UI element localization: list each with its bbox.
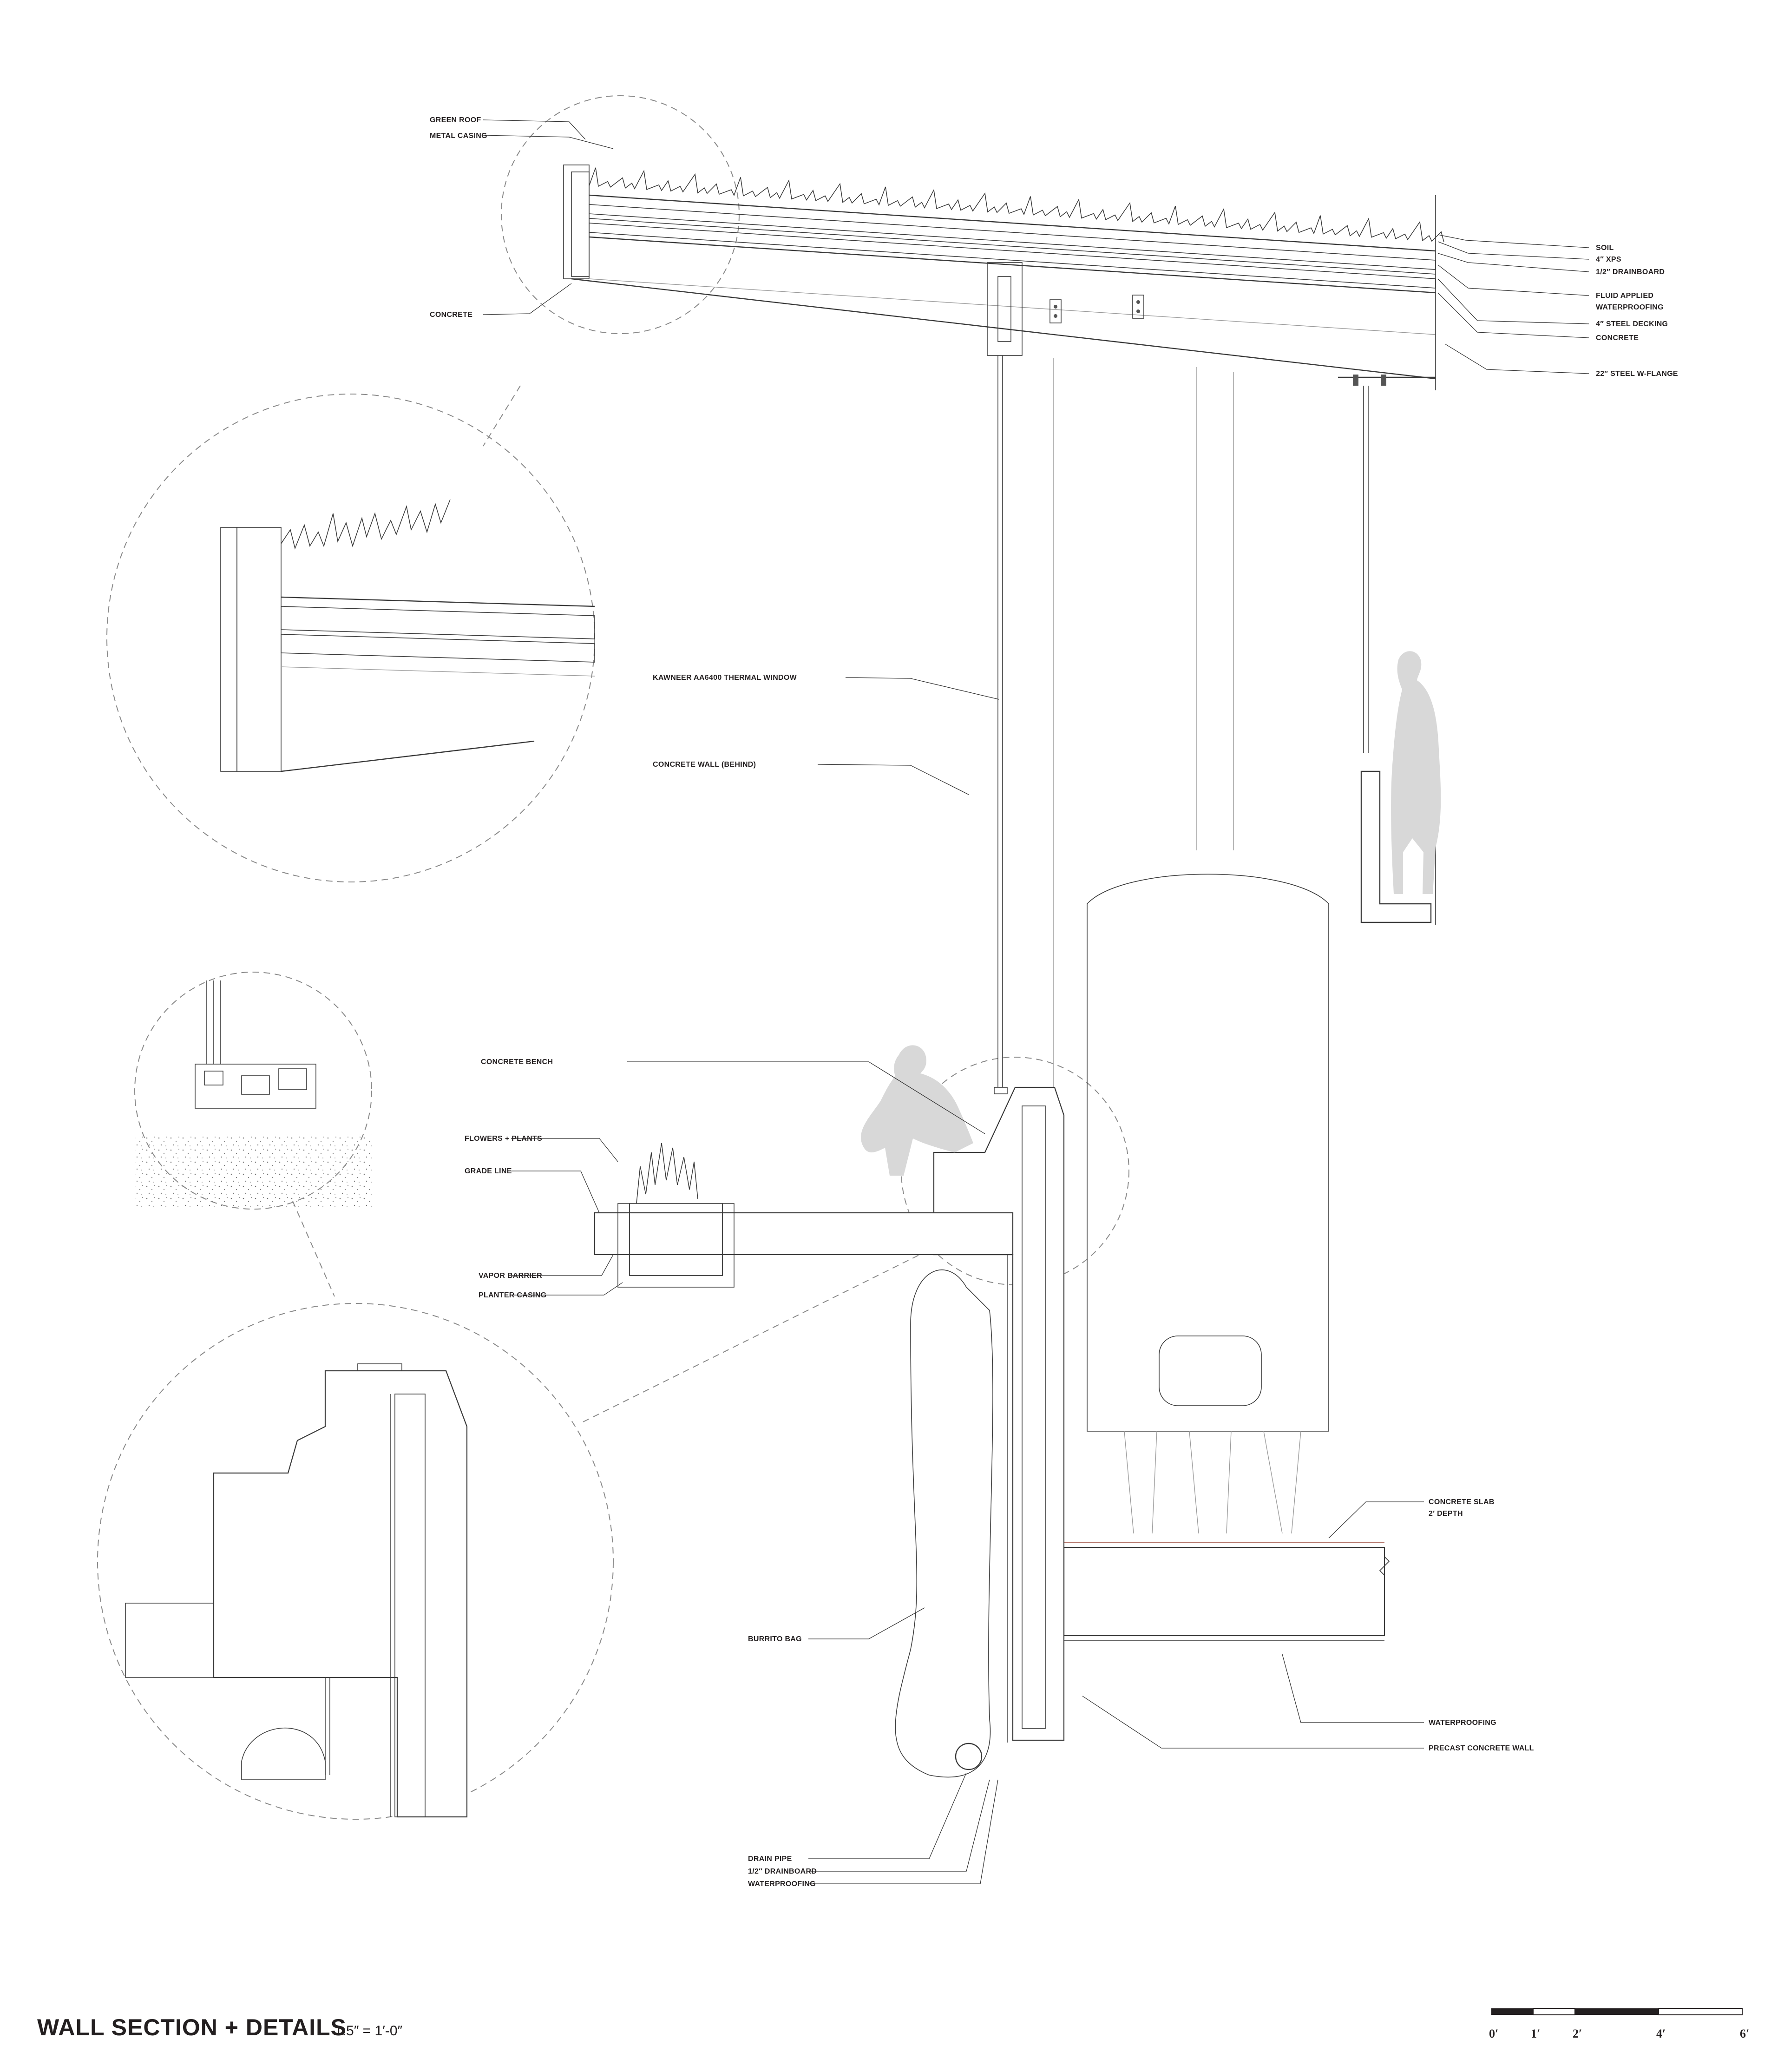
concrete-wall-behind <box>1053 358 1234 1529</box>
bench-sitter <box>861 1045 973 1176</box>
label-fluid-applied: FLUID APPLIED <box>1596 292 1653 300</box>
label-waterproofing-roof: WATERPROOFING <box>1596 303 1664 311</box>
scale-tick-1: 1′ <box>1531 2027 1540 2040</box>
scale-bar: 0′ 1′ 2′ 4′ 6′ <box>1489 2008 1749 2040</box>
label-burrito-bag: BURRITO BAG <box>748 1635 802 1643</box>
label-planter-casing: PLANTER CASING <box>479 1291 546 1299</box>
planter <box>617 1143 735 1288</box>
label-concrete-roof-edge: CONCRETE <box>430 311 472 319</box>
thermal-window <box>994 355 1008 1094</box>
scale-tick-4: 4′ <box>1656 2027 1666 2040</box>
annotation-labels: GREEN ROOF METAL CASING CONCRETE SOIL 4″… <box>430 116 1678 1888</box>
label-waterproofing-bottom: WATERPROOFING <box>748 1880 816 1888</box>
grade-line-slab <box>594 1212 1014 1256</box>
label-w-flange: 22″ STEEL W-FLANGE <box>1596 370 1678 378</box>
label-vapor-barrier: VAPOR BARRIER <box>479 1272 542 1280</box>
label-concrete-bench: CONCRETE BENCH <box>481 1058 553 1066</box>
scale-tick-6: 6′ <box>1740 2027 1749 2040</box>
label-metal-casing: METAL CASING <box>430 132 487 140</box>
label-thermal-window: KAWNEER AA6400 THERMAL WINDOW <box>653 674 797 682</box>
detail-circle-window-small <box>134 972 372 1297</box>
concrete-slab <box>1063 1542 1390 1641</box>
scale-tick-0: 0′ <box>1489 2027 1498 2040</box>
upper-balcony <box>1360 386 1441 923</box>
title-block: WALL SECTION + DETAILS 1.5″ = 1′-0″ <box>37 2014 402 2040</box>
label-concrete-roof: CONCRETE <box>1596 334 1639 342</box>
precast-concrete-wall <box>933 1086 1065 1743</box>
label-steel-decking: 4″ STEEL DECKING <box>1596 320 1668 328</box>
label-flowers-plants: FLOWERS + PLANTS <box>465 1135 542 1143</box>
detail-circle-roof-small <box>501 95 740 334</box>
drawing-title: WALL SECTION + DETAILS <box>37 2014 347 2040</box>
label-grade-line: GRADE LINE <box>465 1167 512 1175</box>
water-tank <box>1087 874 1329 1534</box>
label-drainboard-top: 1/2″ DRAINBOARD <box>1596 268 1665 276</box>
label-green-roof: GREEN ROOF <box>430 116 481 124</box>
label-drainboard-bottom: 1/2″ DRAINBOARD <box>748 1868 817 1875</box>
scale-tick-2: 2′ <box>1573 2027 1582 2040</box>
label-concrete-slab: CONCRETE SLAB <box>1429 1498 1495 1506</box>
roof-assembly <box>563 164 1444 925</box>
detail-window-content <box>135 980 372 1208</box>
label-precast-wall: PRECAST CONCRETE WALL <box>1429 1744 1534 1752</box>
drawing-scale: 1.5″ = 1′-0″ <box>334 2023 402 2039</box>
label-xps: 4″ XPS <box>1596 256 1621 263</box>
label-waterproofing-slab: WATERPROOFING <box>1429 1719 1496 1727</box>
label-concrete-wall-behind: CONCRETE WALL (BEHIND) <box>653 761 756 769</box>
detail-roof-content <box>220 499 595 772</box>
leader-lines <box>483 119 1589 1884</box>
label-soil: SOIL <box>1596 244 1614 252</box>
detail-bench-content <box>125 1363 468 1818</box>
detail-circle-roof-large <box>106 385 595 882</box>
label-drain-pipe: DRAIN PIPE <box>748 1855 792 1863</box>
label-slab-depth: 2′ DEPTH <box>1429 1510 1463 1518</box>
burrito-bag <box>895 1270 993 1778</box>
detail-circle-bench-large <box>97 1250 930 1820</box>
